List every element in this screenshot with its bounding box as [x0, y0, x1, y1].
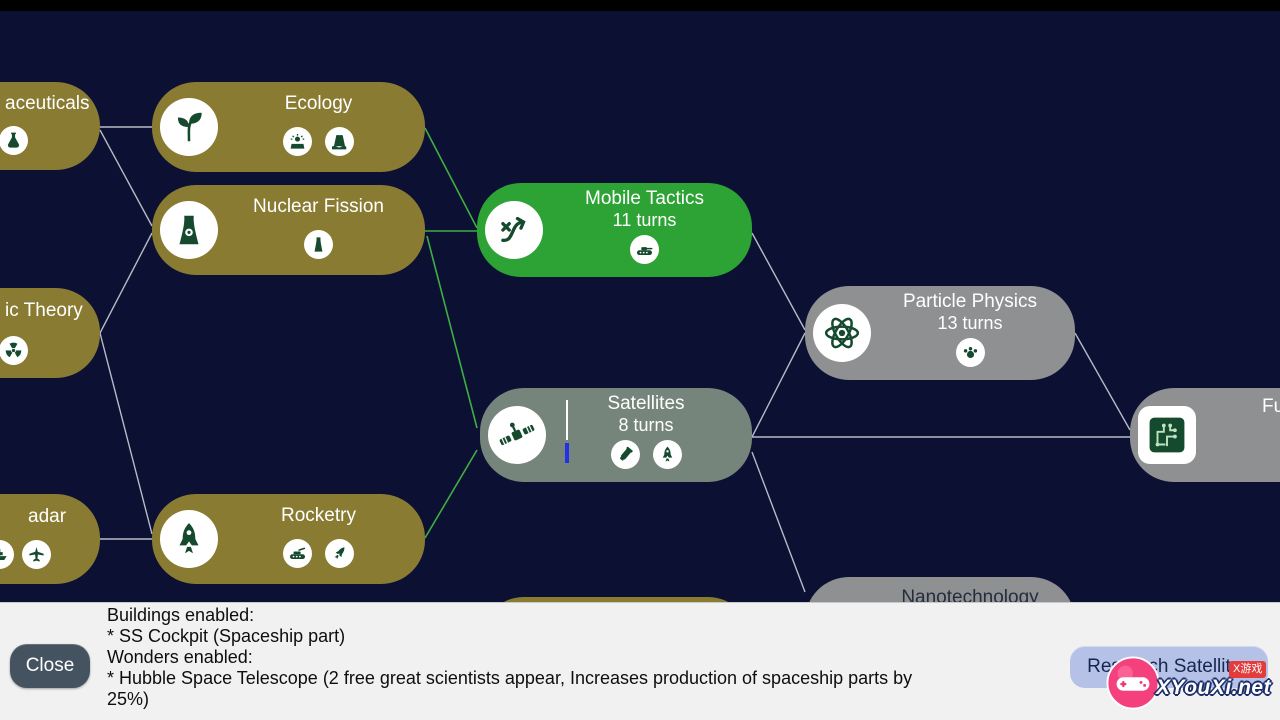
text-cursor-mark — [566, 400, 568, 440]
mobile-tactics-icon — [485, 201, 543, 259]
tech-turns: 13 turns — [937, 313, 1003, 333]
ecology-icon — [160, 98, 218, 156]
tech-turns: 11 turns — [612, 210, 677, 230]
close-button[interactable]: Close — [10, 644, 90, 688]
nuclear-fission-icon — [160, 201, 218, 259]
satellite-icon — [488, 406, 546, 464]
hydro-dam-icon — [325, 127, 354, 156]
tech-name: Ecology — [284, 93, 353, 114]
tech-node-nuclear-fission[interactable]: Nuclear Fission — [152, 185, 425, 275]
top-black-bar — [0, 0, 1280, 11]
rocket-artillery-icon — [283, 539, 312, 568]
description-line: * Hubble Space Telescope (2 free great s… — [107, 668, 913, 688]
tech-node-rocketry[interactable]: Rocketry — [152, 494, 425, 584]
tech-name: Future Tech — [1262, 396, 1280, 417]
tech-node-mobile-tactics[interactable]: Mobile Tactics 11 turns — [477, 183, 752, 277]
ss-cockpit-icon — [652, 440, 682, 469]
tech-name: Nuclear Fission — [253, 196, 384, 217]
tech-name: Mobile Tactics — [585, 188, 704, 209]
tech-node-satellites[interactable]: Satellites 8 turns — [480, 388, 752, 482]
description-line: 25%) — [107, 689, 150, 709]
tech-name: ic Theory — [5, 300, 83, 321]
tech-description-text: Buildings enabled: * SS Cockpit (Spacesh… — [107, 605, 1067, 710]
tank-icon — [630, 235, 659, 264]
medical-lab-icon — [0, 126, 28, 155]
description-line: * SS Cockpit (Spaceship part) — [107, 626, 346, 646]
queue-cursor-mark — [565, 443, 569, 463]
tech-name: Rocketry — [281, 505, 356, 526]
gamepad-logo-icon — [1106, 656, 1160, 710]
tech-node-ecology[interactable]: Ecology — [152, 82, 425, 172]
tech-node-particle-physics[interactable]: Particle Physics 13 turns — [805, 286, 1075, 380]
tech-name: aceuticals — [5, 93, 90, 114]
tech-turns: 8 turns — [618, 415, 674, 435]
circuit-board-icon — [1138, 406, 1196, 464]
tech-node-atomic-theory[interactable]: ic Theory — [0, 288, 100, 378]
radiation-icon — [0, 336, 28, 365]
watermark-site-text: XYouXi.net — [1156, 676, 1272, 699]
battleship-icon — [0, 540, 14, 569]
tech-description-panel: Buildings enabled: * SS Cockpit (Spacesh… — [0, 602, 1280, 720]
guided-missile-icon — [325, 539, 354, 568]
nuclear-plant-icon — [304, 230, 333, 259]
bomber-icon — [22, 540, 51, 569]
solar-plant-icon — [283, 127, 312, 156]
tech-node-future-tech[interactable]: Future Tech — [1130, 388, 1280, 482]
tech-name: Particle Physics — [902, 291, 1038, 312]
tech-name: adar — [28, 506, 67, 527]
tech-name: Satellites — [607, 393, 685, 414]
watermark-badge: X游戏 — [1229, 661, 1267, 678]
description-line: Wonders enabled: — [107, 647, 253, 667]
atom-icon — [813, 304, 871, 362]
ss-booster-icon — [955, 338, 985, 367]
tech-node-pharmaceuticals[interactable]: aceuticals — [0, 82, 100, 170]
tech-node-radar[interactable]: adar — [0, 494, 100, 584]
description-line: Buildings enabled: — [107, 605, 255, 625]
hubble-telescope-icon — [610, 440, 640, 469]
rocketry-icon — [160, 510, 218, 568]
